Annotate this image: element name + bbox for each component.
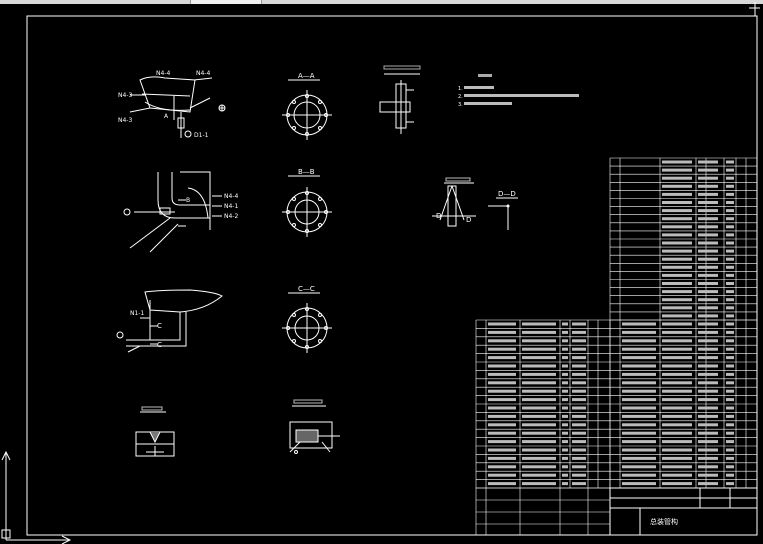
view-nozzle-top (129, 76, 213, 138)
label-c-section-2: C (157, 341, 162, 349)
flange-detail (379, 65, 421, 134)
note-1-number: 1. (458, 86, 463, 92)
label-c-section: C (157, 322, 162, 330)
label-n4-elbow-1: N4-4 (224, 193, 238, 200)
label-n1: N1-1 (130, 310, 144, 317)
section-cc-title: C—C (298, 285, 315, 293)
weld-detail-1 (135, 406, 175, 457)
section-dd-title: D—D (498, 190, 516, 198)
section-aa-title: A—A (298, 72, 315, 80)
label-n4-left: N4-3 (118, 92, 132, 99)
label-n4-elbow-3: N4-2 (224, 213, 238, 220)
section-dd-angle (488, 205, 509, 230)
parts-list-table (475, 157, 758, 536)
label-n4-top-right: N4-4 (196, 70, 210, 77)
note-3-number: 3. (458, 102, 463, 108)
title-block (609, 487, 758, 536)
note-2-number: 2. (458, 94, 463, 100)
section-bb (282, 187, 332, 237)
label-b-section: B (186, 197, 190, 204)
section-bb-title: B—B (298, 168, 315, 176)
document-tab[interactable] (190, 0, 262, 4)
view-elbow (129, 171, 222, 253)
section-aa (282, 90, 332, 140)
crosshair-icon (123, 208, 131, 216)
ucs-axis-icon (1, 450, 72, 544)
view-bottom-nozzle (126, 289, 223, 353)
label-d-right: D (466, 216, 471, 224)
label-n4-top: N4-4 (156, 70, 170, 77)
window-top-strip (0, 0, 763, 4)
label-n4-elbow-2: N4-1 (224, 203, 238, 210)
label-d-left: D (436, 212, 441, 220)
weld-detail-2 (289, 399, 340, 454)
title-block-drawing-name: 总装管构 (650, 517, 678, 526)
crosshair-icon (116, 331, 124, 339)
label-n4-left-lower: N4-3 (118, 117, 132, 124)
label-a-section: A (164, 113, 169, 120)
section-cc (282, 303, 332, 353)
detail-d (432, 177, 476, 227)
notes-block: 1. 2. 3. (458, 74, 579, 108)
label-d1: D1-1 (194, 132, 209, 139)
